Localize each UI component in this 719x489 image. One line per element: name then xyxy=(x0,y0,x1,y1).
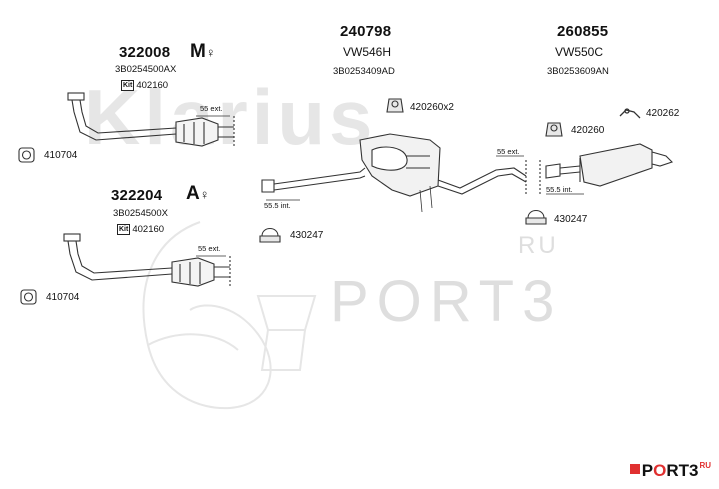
centre-silencer-code: 3B0253409AD xyxy=(333,66,395,77)
front-pipe-1-code: 3B0254500AX xyxy=(115,64,177,75)
front-pipe-2[interactable] xyxy=(63,233,231,287)
watermark-ru: RU xyxy=(518,232,559,259)
front-pipe-2-dimension: 55 ext. xyxy=(198,244,221,253)
kit-badge: Kit xyxy=(121,80,135,91)
clamp-1-icon xyxy=(259,227,281,243)
rear-silencer[interactable] xyxy=(539,143,674,196)
mount-420260x2-number: 420260x2 xyxy=(410,102,454,113)
front-pipe-2-part-number: 322204 xyxy=(111,187,163,204)
rear-dimension-in: 55.5 int. xyxy=(546,185,573,194)
brand-text-end: RT3 xyxy=(666,461,699,480)
front-pipe-1-kit-number: 402160 xyxy=(136,80,169,91)
front-pipe-1-symbol: M♀ xyxy=(190,41,216,63)
rear-silencer-model: VW550C xyxy=(555,45,604,59)
centre-silencer-part-number: 240798 xyxy=(340,23,392,40)
gasket-2-icon xyxy=(20,289,37,305)
gasket-2-number: 410704 xyxy=(46,292,80,303)
rear-silencer-part-number: 260855 xyxy=(557,23,609,40)
front-pipe-2-code: 3B0254500X xyxy=(113,208,168,219)
brand-text-o: O xyxy=(653,461,667,480)
watermark-port3: PORT3 xyxy=(330,269,563,334)
clamp-2-number: 430247 xyxy=(554,214,588,225)
centre-dimension-out: 55 ext. xyxy=(497,147,520,156)
centre-silencer[interactable] xyxy=(261,133,527,213)
wrench-icon: ♀ xyxy=(199,187,210,202)
rear-silencer-code: 3B0253609AN xyxy=(547,66,609,77)
hanger-420262-icon xyxy=(619,108,641,119)
gasket-1-number: 410704 xyxy=(44,150,78,161)
brand-suffix: RU xyxy=(699,461,711,470)
front-pipe-1[interactable] xyxy=(67,92,235,147)
brand-logo[interactable]: PORT3RU xyxy=(629,461,711,481)
m-symbol-icon: M xyxy=(190,41,206,62)
gasket-1-icon xyxy=(18,147,35,163)
mount-420260x2-icon xyxy=(386,98,404,113)
front-pipe-1-dimension: 55 ext. xyxy=(200,104,223,113)
watermark-piston-icon xyxy=(142,221,317,410)
hanger-420262-number: 420262 xyxy=(646,108,680,119)
front-pipe-1-part-number: 322008 xyxy=(119,44,171,61)
brand-piston-icon xyxy=(629,464,640,474)
front-pipe-2-kit-number: 402160 xyxy=(132,224,165,235)
mount-420260-number: 420260 xyxy=(571,125,605,136)
clamp-1-number: 430247 xyxy=(290,230,324,241)
clamp-2-icon xyxy=(525,209,547,225)
brand-text-start: P xyxy=(641,461,654,480)
a-symbol-icon: A xyxy=(186,183,200,204)
centre-silencer-model: VW546H xyxy=(343,45,392,59)
front-pipe-2-symbol: A♀ xyxy=(186,183,209,205)
mount-420260-icon xyxy=(545,122,563,137)
watermark-klarius: Klarius xyxy=(84,73,377,161)
kit-badge: Kit xyxy=(117,224,131,235)
centre-dimension-in: 55.5 int. xyxy=(264,201,291,210)
wrench-icon: ♀ xyxy=(205,45,216,60)
